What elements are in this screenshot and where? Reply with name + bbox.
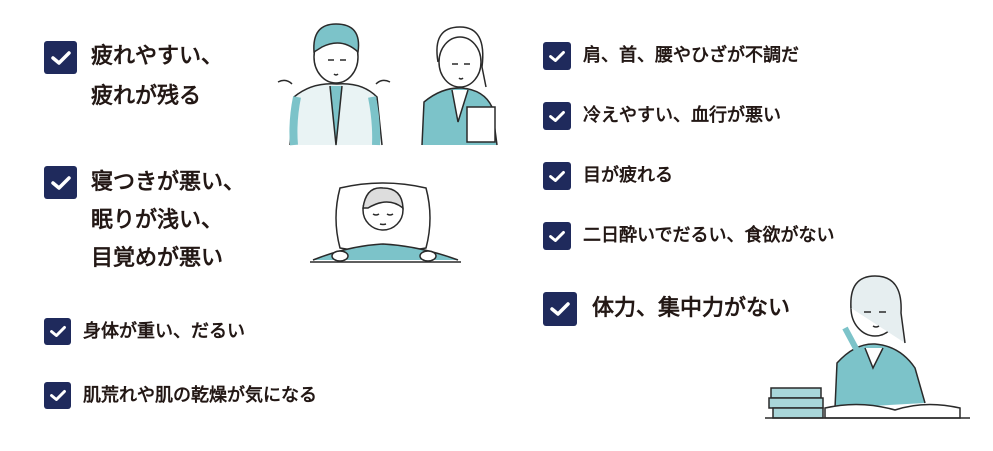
- checklist-item-stamina: 体力、集中力がない: [543, 292, 790, 326]
- item-text-line: 眠りが浅い、: [91, 208, 224, 233]
- tired-students-illustration: [277, 23, 498, 146]
- item-text: 目が疲れる: [583, 165, 673, 186]
- item-text-line: 疲れが残る: [91, 84, 202, 109]
- item-text-line: 疲れやすい、: [91, 44, 224, 69]
- checkbox-checked-icon[interactable]: [44, 41, 77, 74]
- checklist-item-hangover: 二日酔いでだるい、食欲がない: [543, 222, 834, 250]
- checklist-item-skin: 肌荒れや肌の乾燥が気になる: [44, 382, 317, 409]
- checkbox-checked-icon[interactable]: [44, 166, 77, 199]
- checklist-item-sleep: 寝つきが悪い、 眠りが浅い、 目覚めが悪い: [44, 166, 245, 278]
- item-text: 肩、首、腰やひざが不調だ: [583, 45, 799, 66]
- checklist-item-eyes: 目が疲れる: [543, 162, 673, 190]
- checkbox-checked-icon[interactable]: [44, 382, 71, 409]
- item-text: 肌荒れや肌の乾燥が気になる: [83, 385, 317, 406]
- checkbox-checked-icon[interactable]: [543, 102, 571, 130]
- item-text-line: 寝つきが悪い、: [91, 170, 246, 195]
- item-text: 二日酔いでだるい、食欲がない: [583, 225, 835, 246]
- item-text: 冷えやすい、血行が悪い: [583, 105, 781, 126]
- checklist-item-joints: 肩、首、腰やひざが不調だ: [543, 42, 799, 70]
- checkbox-checked-icon[interactable]: [543, 42, 571, 70]
- checkbox-checked-icon[interactable]: [543, 222, 571, 250]
- item-text: 体力、集中力がない: [592, 296, 791, 321]
- checkbox-checked-icon[interactable]: [543, 292, 577, 326]
- checkbox-checked-icon[interactable]: [543, 162, 571, 190]
- item-text-line: 目覚めが悪い: [91, 246, 224, 271]
- checklist-item-heavy-body: 身体が重い、だるい: [44, 318, 245, 345]
- sleeping-person-illustration: [310, 182, 461, 263]
- checkbox-checked-icon[interactable]: [44, 318, 71, 345]
- item-text: 身体が重い、だるい: [83, 321, 245, 342]
- student-studying-illustration: [765, 275, 970, 419]
- checklist-item-fatigue: 疲れやすい、 疲れが残る: [44, 41, 223, 117]
- checklist-item-circulation: 冷えやすい、血行が悪い: [543, 102, 781, 130]
